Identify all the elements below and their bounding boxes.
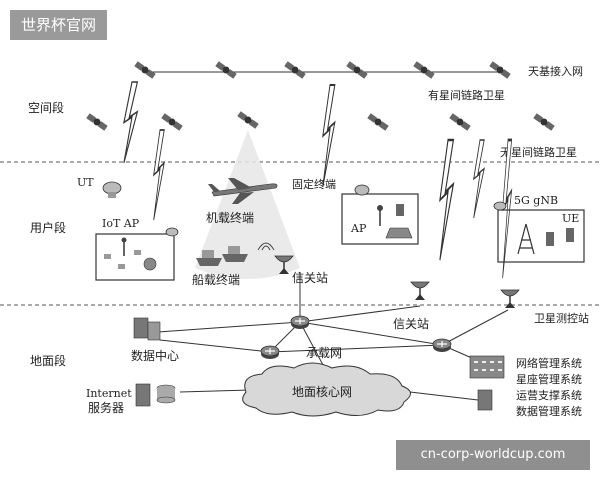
satellite-icon [413, 61, 435, 79]
label-gateway-lower: 信关站 [393, 317, 429, 331]
label-ttc: 卫星测控站 [534, 311, 589, 325]
label-no-isl: 无星间链路卫星 [500, 145, 577, 159]
gnb-box [493, 201, 585, 263]
satellite-icon [86, 113, 108, 131]
label-fixed-terminal: 固定终端 [292, 177, 336, 191]
label-data-center: 数据中心 [131, 348, 179, 363]
wireless-link-icon [321, 83, 336, 189]
segment-label-user: 用户段 [30, 220, 66, 235]
label-mgmt-operations: 运营支撑系统 [516, 388, 582, 402]
aircraft-icon [208, 178, 278, 204]
label-airborne: 机载终端 [206, 210, 254, 225]
satellite-icon [533, 113, 555, 131]
wireless-link-icon [152, 129, 166, 221]
label-gnb: 5G gNB [514, 194, 558, 207]
label-gateway-upper: 信关站 [292, 271, 328, 285]
label-shipborne: 船载终端 [192, 272, 240, 287]
fixed-terminal-box [341, 184, 419, 245]
satellite-icon [489, 61, 511, 79]
label-ap: AP [350, 222, 367, 235]
iot-ap-box [95, 227, 179, 281]
ship-icon [196, 246, 248, 266]
label-core-network: 地面核心网 [292, 385, 352, 399]
segment-label-space: 空间段 [28, 100, 64, 115]
watermark-top: 世界杯官网 [10, 10, 107, 40]
satellite-icon [215, 61, 237, 79]
label-ue: UE [562, 212, 579, 225]
label-sky-access: 天基接入网 [528, 65, 583, 78]
ut-terminal-icon [102, 181, 122, 198]
segment-label-ground: 地面段 [30, 353, 66, 368]
label-with-isl: 有星间链路卫星 [428, 88, 505, 102]
router-icon [260, 345, 280, 360]
wireless-link-icon [438, 138, 455, 262]
ttc-dish-icon [500, 289, 520, 309]
internet-server-icon [135, 383, 176, 407]
satellite-icon [449, 113, 471, 131]
gateway-antenna-icon [257, 242, 294, 275]
core-network-cloud [242, 362, 411, 417]
router-icon [290, 315, 310, 330]
label-internet-server: 服务器 [88, 400, 124, 415]
management-building-icon [469, 355, 505, 379]
satellite-icon [237, 111, 259, 129]
coverage-beam [195, 130, 300, 279]
data-center-icon [133, 317, 161, 341]
wireless-link-icon [472, 139, 485, 219]
wireless-link-icon [123, 81, 139, 164]
satellite-icon [346, 61, 368, 79]
label-mgmt-network: 网络管理系统 [516, 356, 582, 370]
satellite-icon [134, 61, 156, 79]
satellite-icon [367, 113, 389, 131]
label-iot-ap: IoT AP [102, 217, 140, 230]
gateway-dish-icon [410, 281, 430, 301]
label-mgmt-constellation: 星座管理系统 [516, 372, 582, 386]
management-server-icon [477, 389, 493, 411]
label-mgmt-data: 数据管理系统 [516, 404, 582, 418]
router-icon [432, 338, 452, 353]
watermark-bottom: cn-corp-worldcup.com [396, 440, 590, 470]
label-ut: UT [77, 176, 94, 189]
satellite-icon [161, 113, 183, 131]
satellite-icon [284, 61, 306, 79]
label-internet: Internet [86, 387, 132, 400]
label-bearer-network: 承载网 [306, 346, 342, 360]
